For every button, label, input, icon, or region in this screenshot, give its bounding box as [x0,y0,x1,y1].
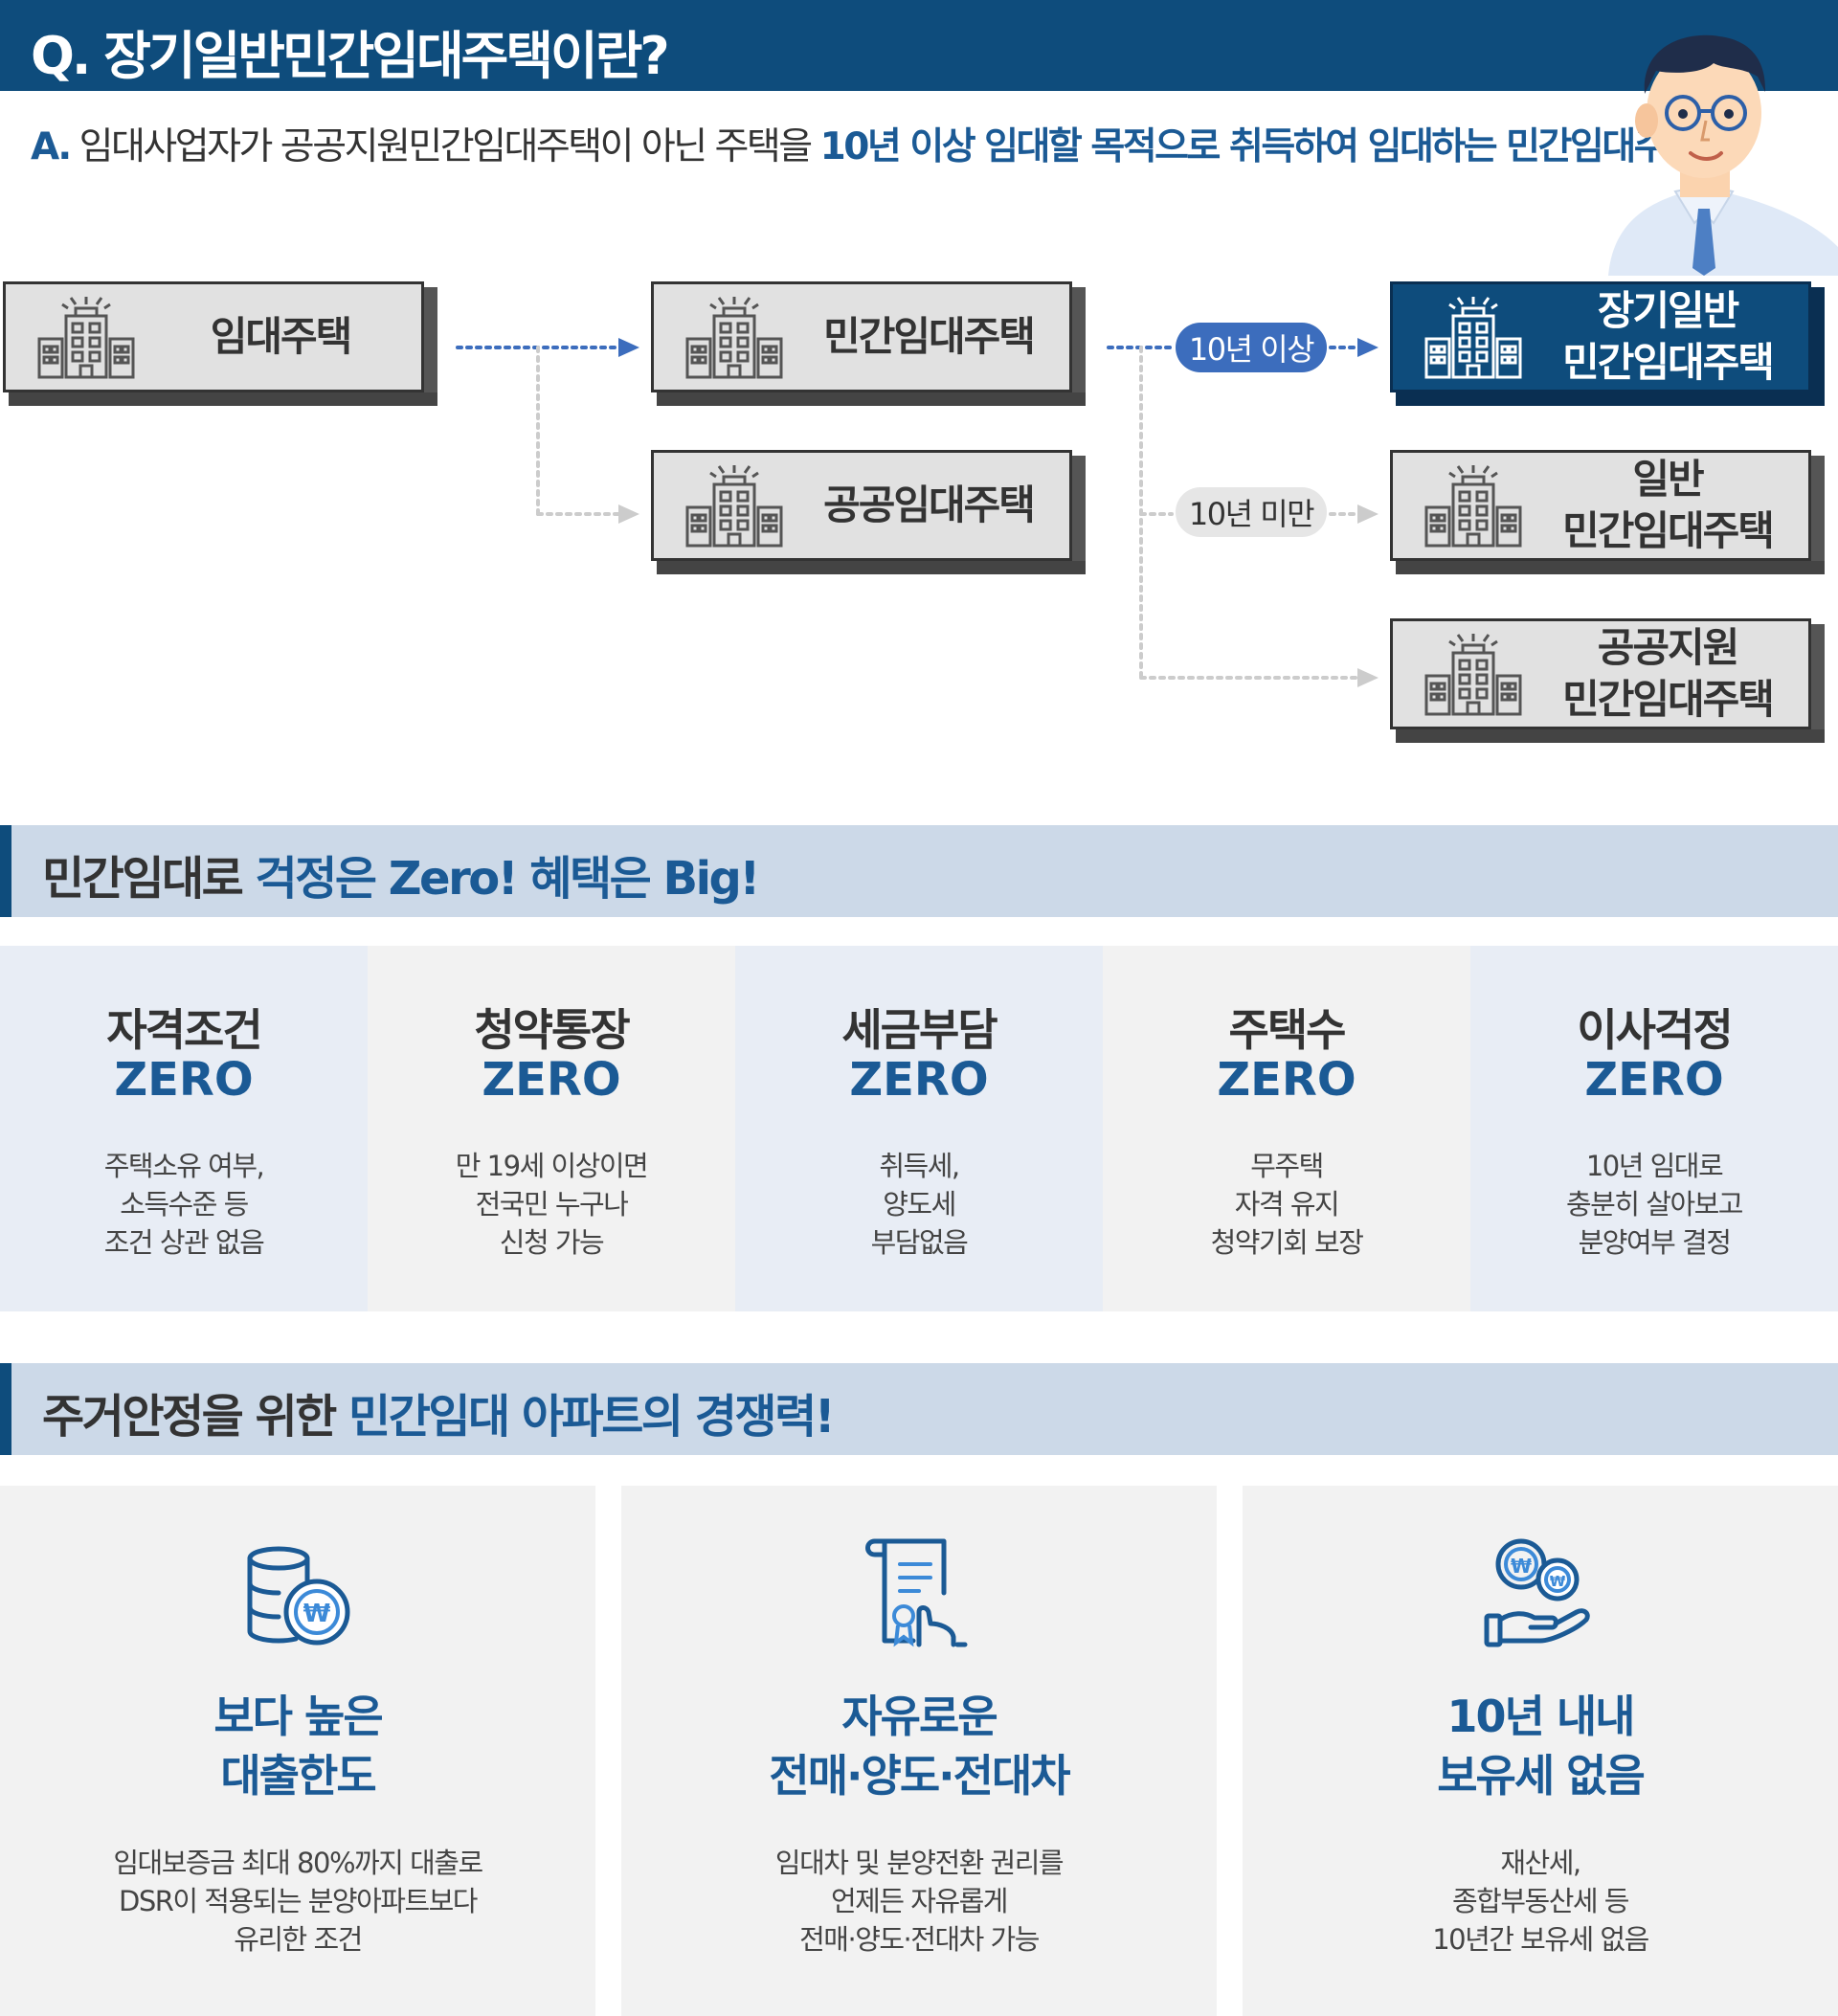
zero-card-zero: ZERO [114,1053,254,1107]
zero-card-desc: 취득세, 양도세 부담없음 [870,1150,969,1259]
zero-card-title: 이사걱정 [1577,1004,1733,1056]
benefit-card: ₩ ₩ 10년 내내 보유세 없음 재산세, 종합부동산세 등 10년간 보유세… [1243,1486,1838,2016]
public-rental-box: 공공임대주택 [651,450,1086,574]
benefit-title: 10년 내내 보유세 없음 [1437,1691,1646,1802]
zero-card-zero: ZERO [1217,1053,1356,1107]
zero-card-title: 청약통장 [474,1004,630,1056]
building-icon [1424,295,1522,381]
zero-card-zero: ZERO [482,1053,621,1107]
long-term-private-rental-box: 장기일반 민간임대주택 [1390,281,1825,406]
zero-card-zero: ZERO [849,1053,989,1107]
svg-text:₩: ₩ [1550,1573,1566,1590]
benefit-title: 보다 높은 대출한도 [213,1691,383,1802]
benefit-desc: 임대차 및 분양전환 권리를 언제든 자유롭게 전매·양도·전대차 가능 [774,1847,1065,1956]
zero-card-desc: 주택소유 여부, 소득수준 등 조건 상관 없음 [103,1150,265,1259]
benefit-card: ₩ 보다 높은 대출한도 임대보증금 최대 80%까지 대출로 DSR이 적용되… [0,1486,595,2016]
public-rental-label: 공공임대주택 [823,482,1036,528]
long-term-private-rental-label: 장기일반 민간임대주택 [1562,287,1775,386]
answer-highlight: 10년 이상 임대할 목적으로 취득하여 임대하는 민간임대주택 [819,125,1700,168]
private-rental-box: 민간임대주택 [651,281,1086,406]
zero-card-desc: 만 19세 이상이면 전국민 누구나 신청 가능 [455,1150,649,1259]
zero-card: 세금부담 ZERO 취득세, 양도세 부담없음 [735,946,1103,1311]
zero-card-zero: ZERO [1584,1053,1724,1107]
public-support-private-rental-box: 공공지원 민간임대주택 [1390,618,1825,743]
ten-years-under-pill: 10년 미만 [1176,487,1327,537]
ten-years-over-pill: 10년 이상 [1176,323,1327,372]
question-banner [0,0,1838,91]
contract-document-icon [865,1538,968,1647]
zero-card-title: 자격조건 [106,1004,262,1056]
man-with-glasses-illustration [1608,34,1838,276]
zero-card-title: 세금부담 [841,1004,997,1056]
zero-card: 자격조건 ZERO 주택소유 여부, 소득수준 등 조건 상관 없음 [0,946,368,1311]
zero-card-desc: 10년 임대로 충분히 살아보고 분양여부 결정 [1566,1150,1743,1259]
building-icon [1424,463,1522,549]
question-title: Q. 장기일반민간임대주택이란? [31,26,670,86]
benefit-title: 자유로운 전매·양도·전대차 [769,1691,1070,1802]
zero-card: 이사걱정 ZERO 10년 임대로 충분히 살아보고 분양여부 결정 [1470,946,1838,1311]
private-rental-label: 민간임대주택 [823,313,1036,360]
general-private-rental-label: 일반 민간임대주택 [1562,456,1775,554]
hand-coins-icon: ₩ ₩ [1484,1538,1590,1647]
building-icon [37,295,135,381]
zero-card: 주택수 ZERO 무주택 자격 유지 청약기회 보장 [1103,946,1470,1311]
svg-text:₩: ₩ [303,1600,331,1628]
section-header-benefits: 민간임대로 걱정은 Zero! 혜택은 Big! [0,825,1838,917]
public-support-private-rental-label: 공공지원 민간임대주택 [1562,624,1775,723]
building-icon [1424,632,1522,718]
section-header-competitiveness: 주거안정을 위한 민간임대 아파트의 경쟁력! [0,1363,1838,1455]
general-private-rental-box: 일반 민간임대주택 [1390,450,1825,574]
answer-body: 임대사업자가 공공지원민간임대주택이 아닌 주택을 [69,125,820,168]
rental-housing-label: 임대주택 [210,313,353,360]
coins-won-icon: ₩ [247,1546,350,1646]
zero-card: 청약통장 ZERO 만 19세 이상이면 전국민 누구나 신청 가능 [368,946,735,1311]
benefit-desc: 재산세, 종합부동산세 등 10년간 보유세 없음 [1432,1847,1649,1956]
answer-lead: A. [31,125,72,168]
zero-card-title: 주택수 [1228,1004,1347,1056]
benefit-desc: 임대보증금 최대 80%까지 대출로 DSR이 적용되는 분양아파트보다 유리한… [113,1847,483,1956]
building-icon [685,463,783,549]
svg-text:₩: ₩ [1511,1555,1532,1578]
answer-text: A. 임대사업자가 공공지원민간임대주택이 아닌 주택을 10년 이상 임대할 … [31,117,1700,170]
section-title: 주거안정을 위한 민간임대 아파트의 경쟁력! [42,1390,836,1444]
rental-housing-box: 임대주택 [3,281,437,406]
section-title: 민간임대로 걱정은 Zero! 혜택은 Big! [42,852,760,906]
zero-card-desc: 무주택 자격 유지 청약기회 보장 [1210,1150,1364,1259]
diagram-connectors [456,338,1378,687]
building-icon [685,295,783,381]
benefit-card: 자유로운 전매·양도·전대차 임대차 및 분양전환 권리를 언제든 자유롭게 전… [621,1486,1217,2016]
